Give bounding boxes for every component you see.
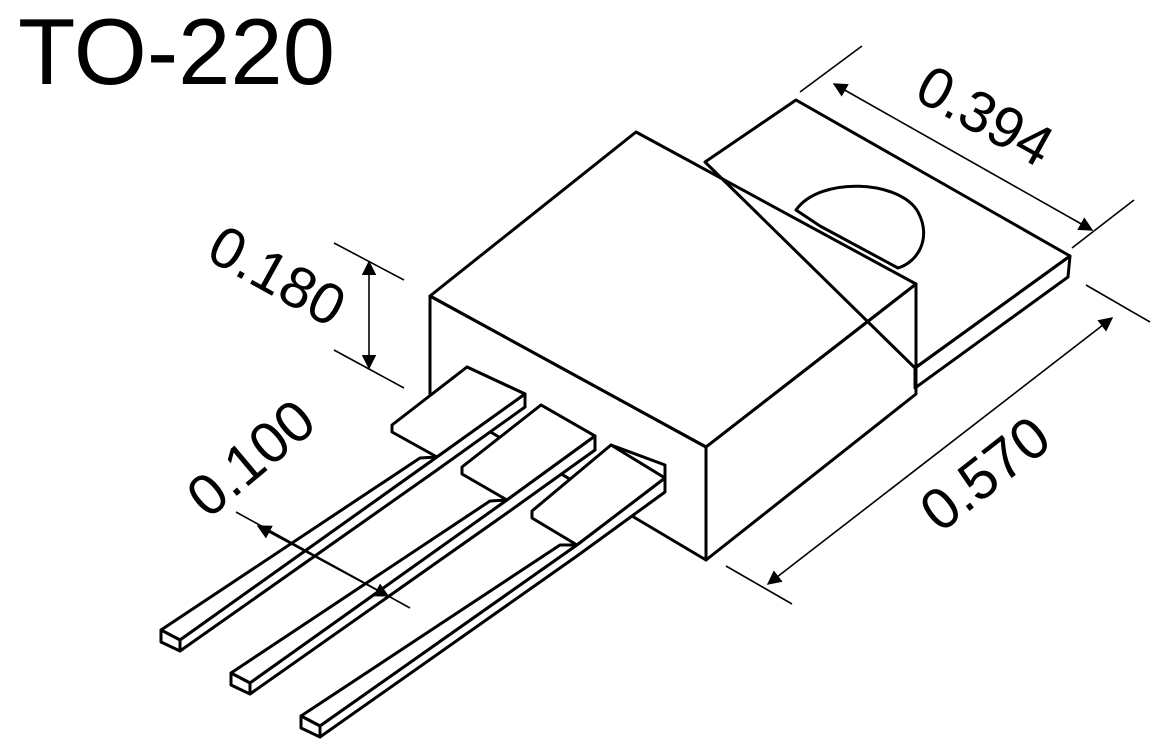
- dimension-body-height: 0.180: [198, 213, 405, 389]
- dimension-label-body-height: 0.180: [198, 213, 356, 340]
- mounting-hole: [794, 184, 925, 270]
- dimension-total-length: 0.570: [725, 284, 1151, 605]
- dimension-label-lead-pitch: 0.100: [175, 387, 328, 530]
- dimension-tab-width: 0.394: [799, 45, 1135, 249]
- package-title: TO-220: [18, 0, 335, 104]
- dimension-label-tab-width: 0.394: [906, 53, 1064, 180]
- lead-3: [299, 443, 667, 739]
- dimension-label-total-length: 0.570: [908, 404, 1062, 545]
